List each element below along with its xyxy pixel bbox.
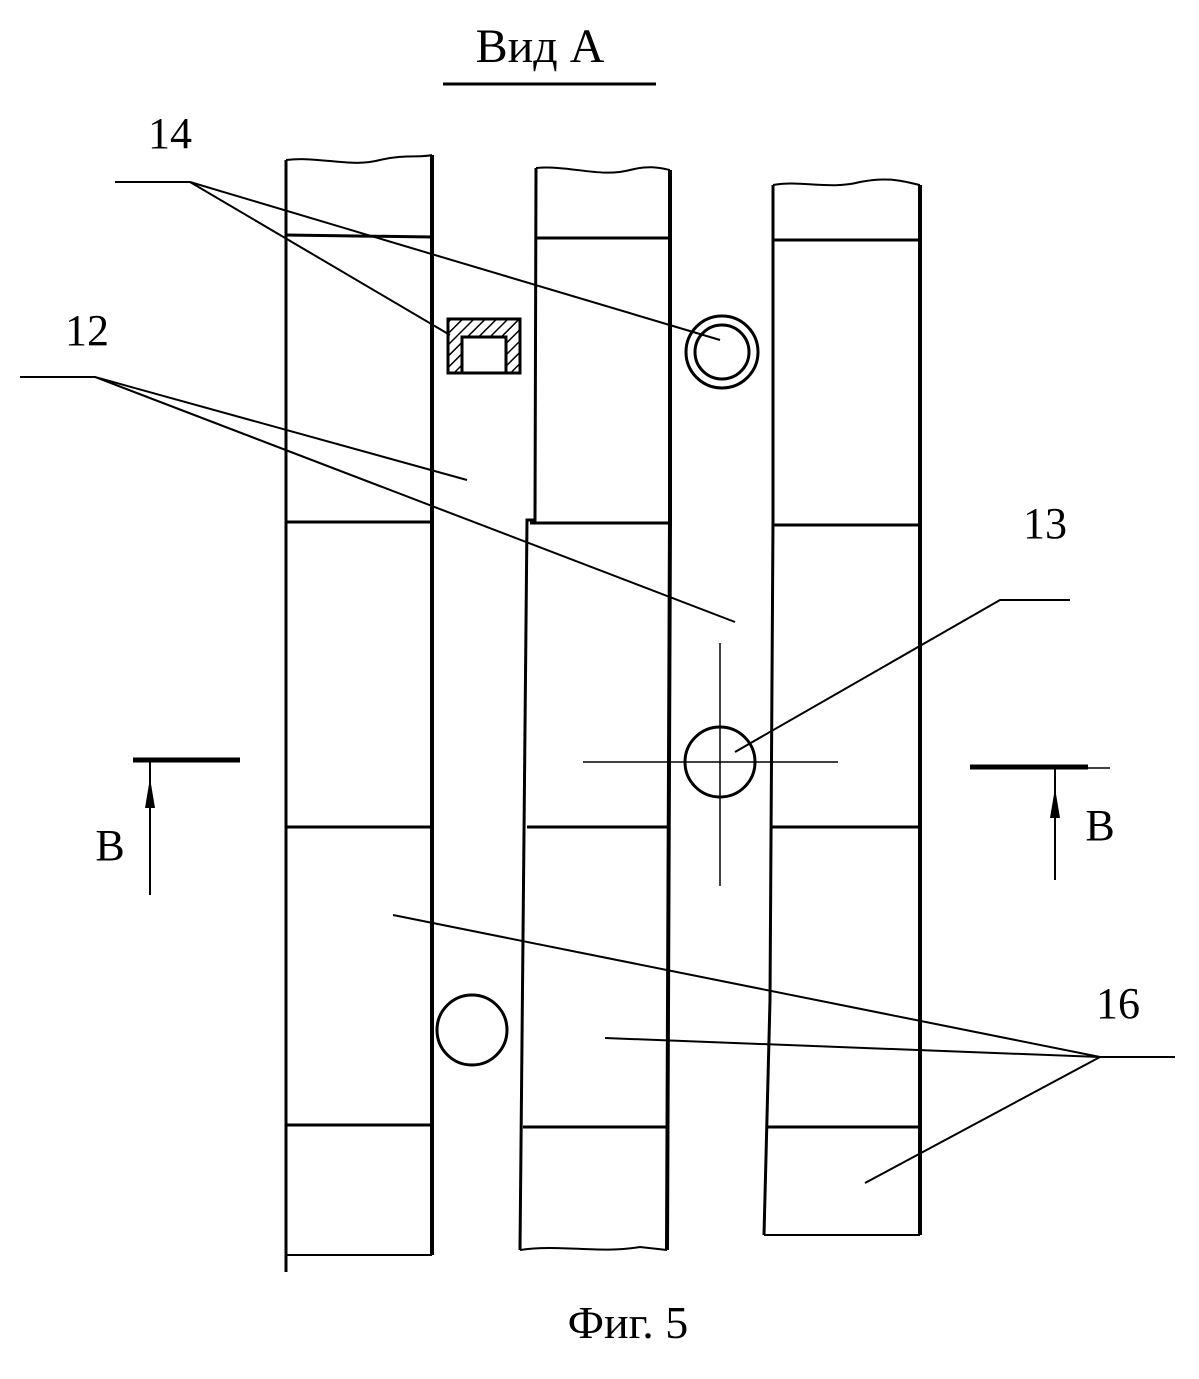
figure-caption: Фиг. 5 [568, 1297, 689, 1348]
section-label-left: B [95, 821, 124, 870]
section-label-right: B [1085, 801, 1114, 850]
strip-left [284, 154, 434, 1272]
double-ring-14 [684, 314, 760, 390]
strip-right [762, 178, 922, 1236]
arrow-up-icon [145, 778, 155, 808]
centerlines [583, 643, 838, 886]
ref-label-14: 14 [148, 109, 192, 158]
section-mark-left [133, 757, 240, 895]
section-mark-right [970, 764, 1110, 880]
ref-label-16: 16 [1096, 979, 1140, 1028]
strip-middle [518, 166, 672, 1251]
ref-label-12: 12 [65, 306, 109, 355]
leader-lines [20, 181, 1175, 1184]
arrow-up-icon [1050, 788, 1060, 818]
square-insert-14 [446, 317, 522, 375]
ref-label-13: 13 [1023, 499, 1067, 548]
hole-lower [435, 993, 509, 1067]
view-title: Вид А [476, 20, 605, 73]
